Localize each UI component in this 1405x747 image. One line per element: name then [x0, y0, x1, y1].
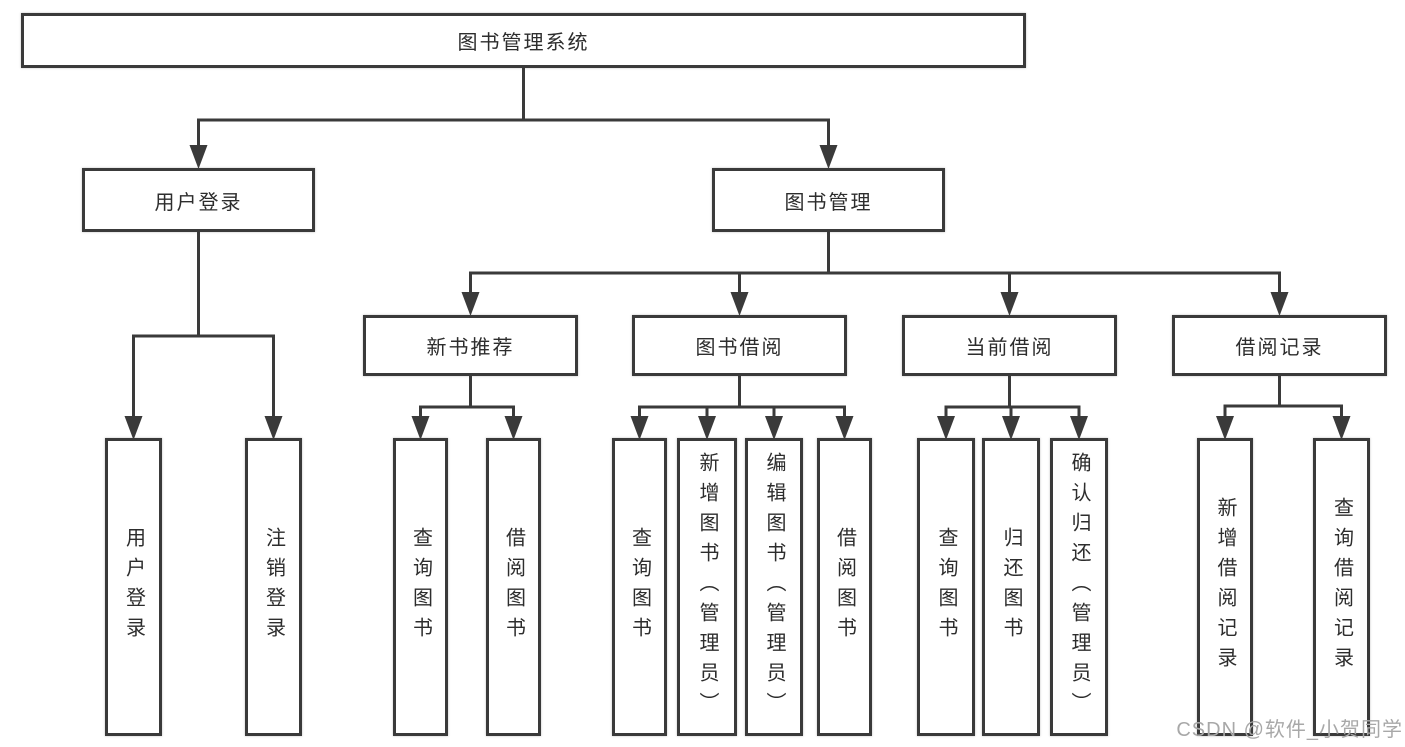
node-user-login: 用户登录 [82, 168, 315, 232]
node-leaf-confirm-return-admin: 确认归还（管理员） [1050, 438, 1108, 736]
node-leaf-query-book-recommend: 查询图书 [393, 438, 448, 736]
connector-records-to-leaves [1216, 376, 1351, 440]
node-leaf-query-book-current: 查询图书 [917, 438, 975, 736]
node-book-borrow: 图书借阅 [632, 315, 847, 376]
node-current-borrow: 当前借阅 [902, 315, 1117, 376]
connector-borrow-to-leaves [630, 376, 854, 440]
watermark: CSDN @软件_小贺同学 [1176, 719, 1403, 741]
node-leaf-query-book-borrow: 查询图书 [612, 438, 667, 736]
connector-userlogin-to-leaves [124, 232, 283, 440]
connector-root-to-level2 [189, 68, 838, 169]
connector-bookmgmt-to-level3 [461, 232, 1289, 316]
node-leaf-query-borrow-record: 查询借阅记录 [1313, 438, 1370, 736]
node-book-management: 图书管理 [712, 168, 945, 232]
node-leaf-add-book-admin: 新增图书（管理员） [677, 438, 737, 736]
connector-newbooks-to-leaves [411, 376, 523, 440]
node-leaf-add-borrow-record: 新增借阅记录 [1197, 438, 1253, 736]
node-leaf-user-login: 用户登录 [105, 438, 162, 736]
node-leaf-logout: 注销登录 [245, 438, 302, 736]
node-root: 图书管理系统 [21, 13, 1026, 68]
node-leaf-return-book: 归还图书 [982, 438, 1040, 736]
node-borrow-records: 借阅记录 [1172, 315, 1387, 376]
node-leaf-borrow-book-recommend: 借阅图书 [486, 438, 541, 736]
connector-current-to-leaves [937, 376, 1088, 440]
node-leaf-borrow-book: 借阅图书 [817, 438, 872, 736]
node-leaf-edit-book-admin: 编辑图书（管理员） [745, 438, 803, 736]
node-new-book-recommend: 新书推荐 [363, 315, 578, 376]
